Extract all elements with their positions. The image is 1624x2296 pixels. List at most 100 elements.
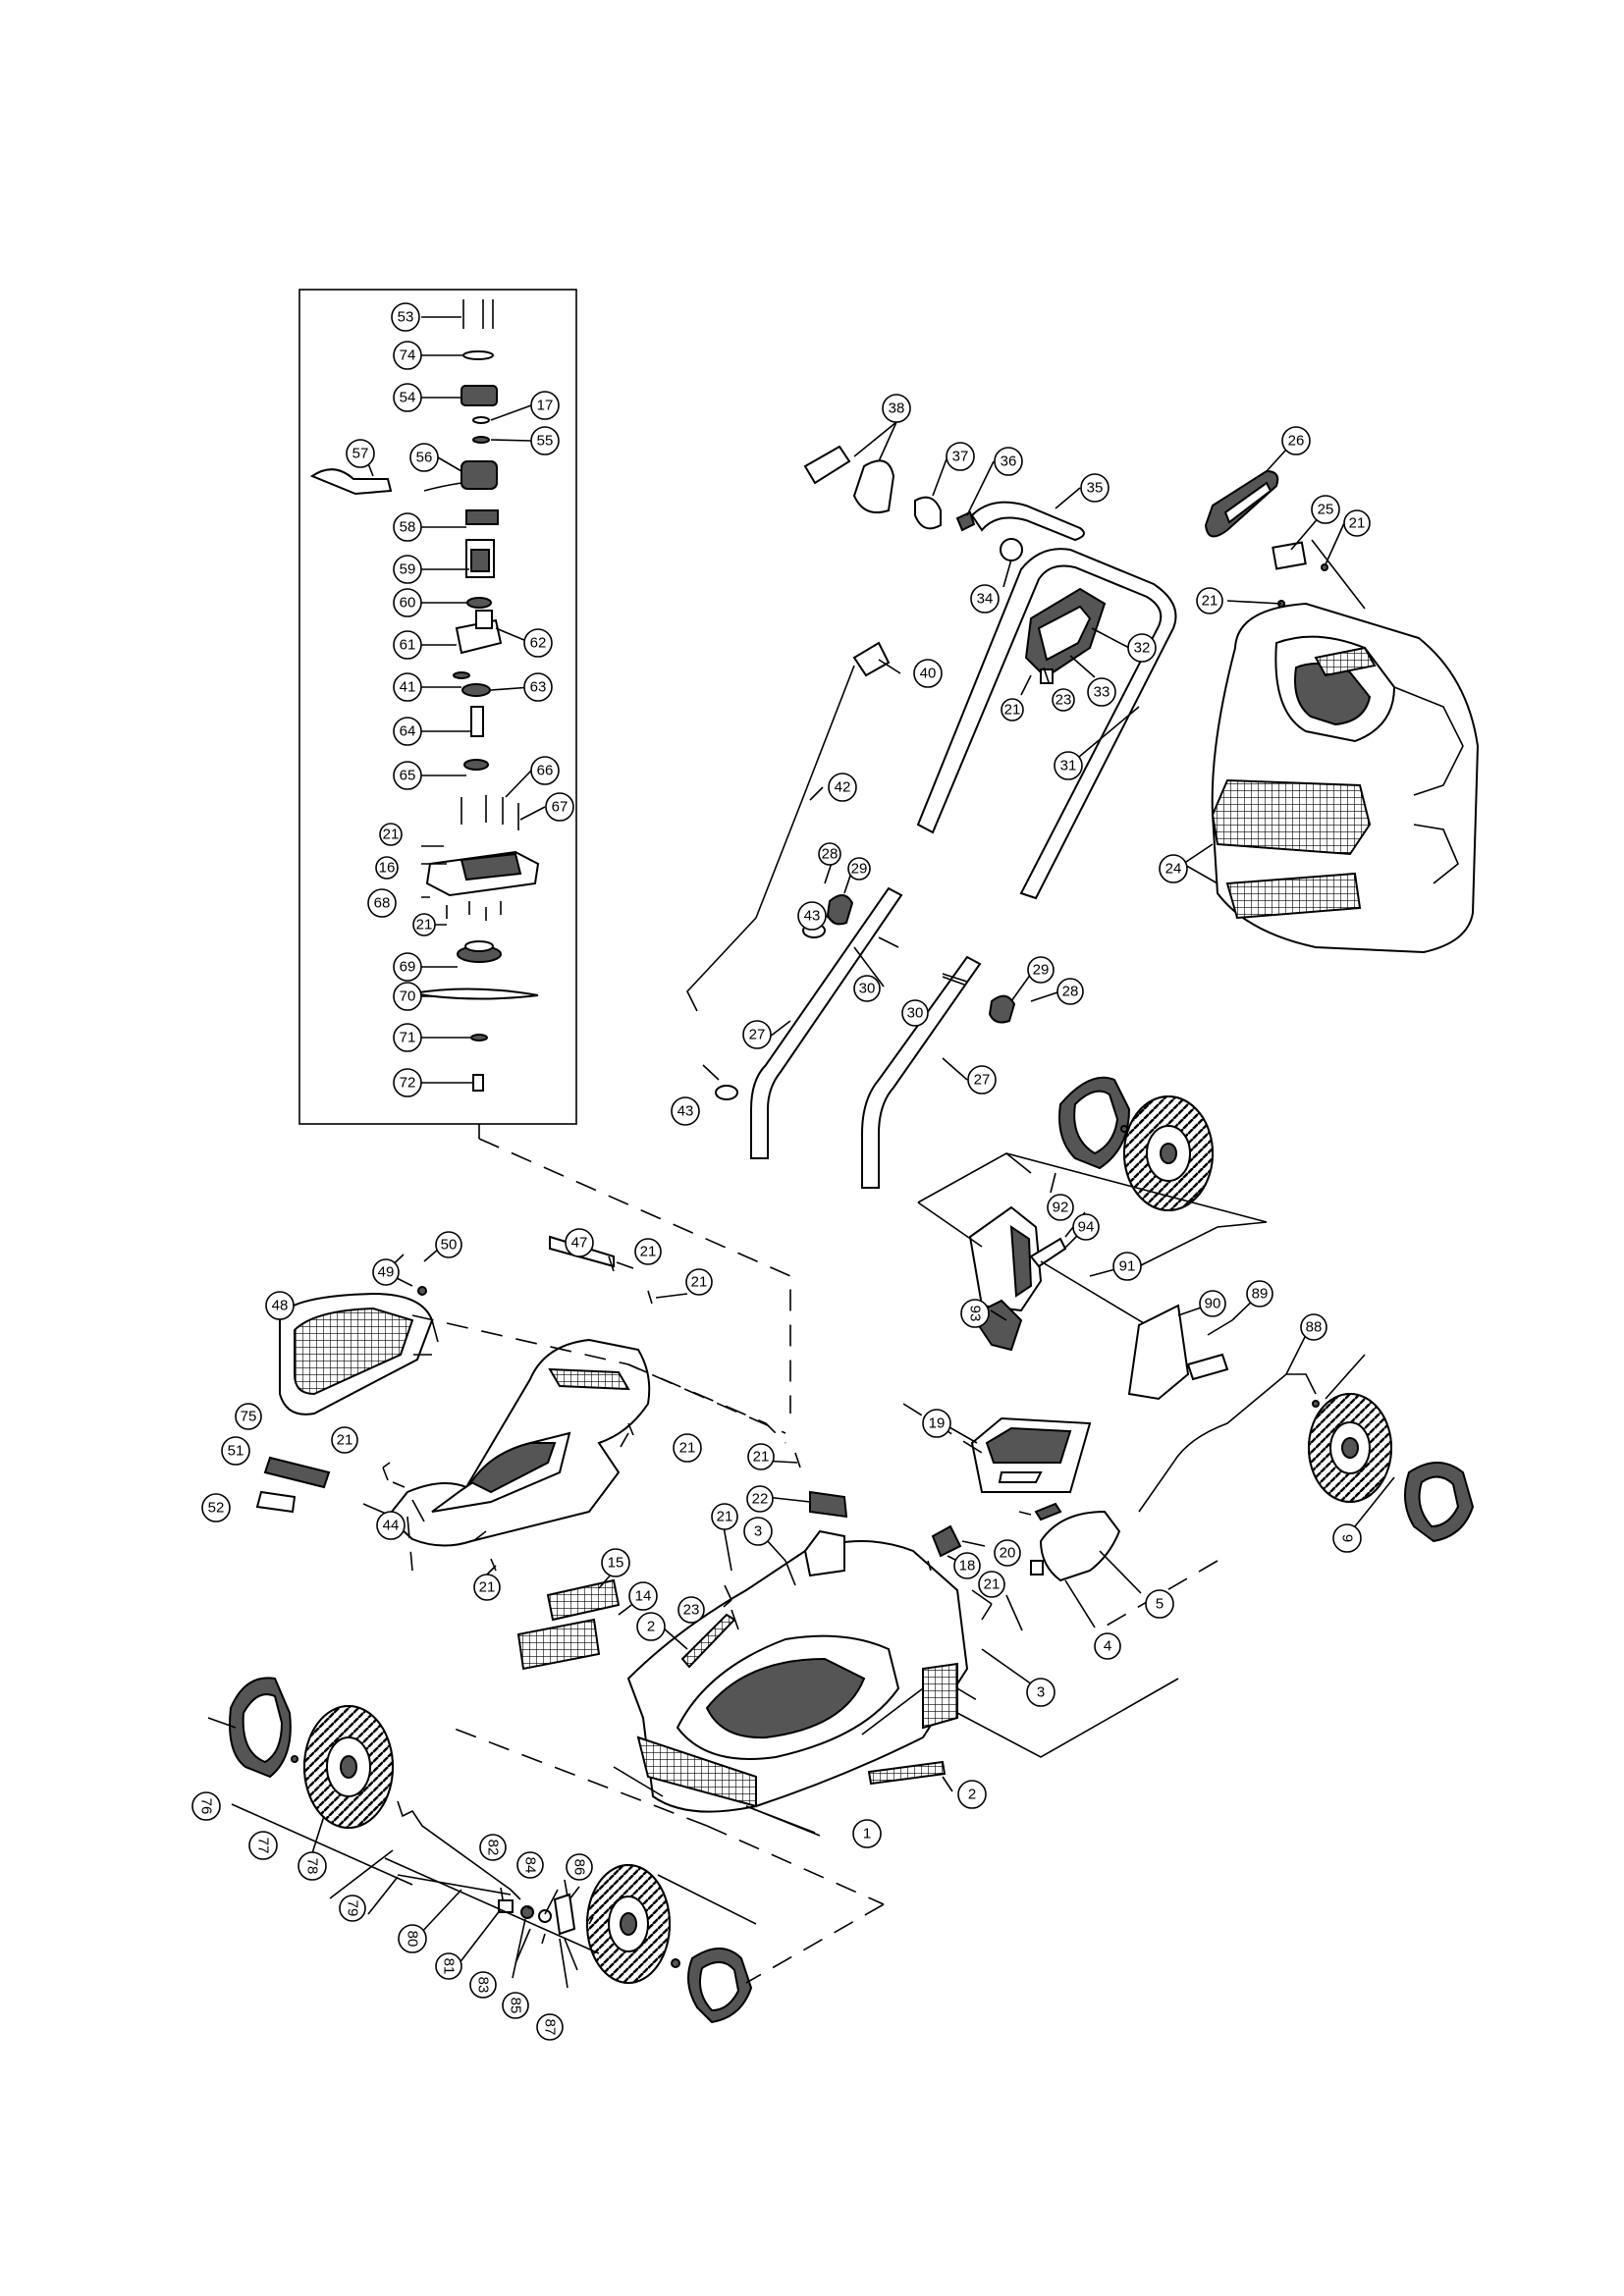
callout-number: 49 [378,1264,395,1281]
callout-c24: 24 [1159,854,1188,883]
callout-c5: 5 [1145,1589,1174,1619]
bail-lever-35 [970,501,1085,542]
callout-number: 89 [1252,1286,1269,1303]
callout-number: 72 [400,1075,416,1092]
callout-circle [671,1096,700,1126]
callout-circle [1056,978,1084,1005]
callout-c17: 17 [530,391,560,420]
callout-c69: 69 [393,952,422,982]
callout-c3b: 3 [1026,1678,1056,1707]
callout-number: 5 [1156,1596,1164,1613]
callout-number: 67 [552,799,568,816]
callout-circle [828,773,857,802]
washer-74 [462,350,494,360]
callout-number: 21 [1349,515,1366,532]
callout-c9: 9 [1332,1523,1362,1553]
callout-number: 90 [1205,1296,1221,1312]
callout-circle [711,1503,738,1530]
callout-c49: 49 [372,1258,400,1286]
grass-box-leader-lines [1182,438,1366,884]
latch-52 [255,1490,297,1514]
callout-number: 94 [1078,1219,1095,1236]
callout-circle [221,1436,250,1466]
callout-number: 3 [1037,1684,1045,1701]
insert-15 [546,1578,621,1622]
callout-circle [1281,426,1311,455]
callout-number: 30 [859,981,876,997]
callout-circle [628,1581,658,1611]
callout-circle [743,1517,773,1546]
callout-circle [393,555,422,584]
callout-c32: 32 [1127,633,1157,663]
callout-circle [469,1971,497,1999]
callout-number: 1 [863,1826,871,1842]
callout-c30b: 30 [901,999,929,1027]
callout-c21a: 21 [379,823,403,846]
callout-c57: 57 [346,439,375,468]
callout-c77: 77 [248,1831,278,1860]
callout-number: 66 [537,763,554,779]
callout-number: 54 [400,390,416,406]
callout-number: 27 [974,1072,991,1089]
callout-circle [372,1258,400,1286]
callout-number: 43 [677,1103,694,1120]
callout-number: 53 [398,309,414,326]
callout-circle [435,1231,462,1258]
callout-circle [298,1851,327,1881]
callout-number: 43 [804,908,821,925]
callout-c63: 63 [523,672,553,702]
callout-number: 21 [717,1509,733,1525]
callout-c72: 72 [393,1068,422,1097]
callout-number: 21 [1202,593,1218,610]
callout-c90: 90 [1199,1290,1226,1317]
callout-c21k: 21 [473,1574,501,1601]
callout-number: 35 [1087,480,1104,497]
callout-circle [191,1791,221,1821]
strip-2b [867,1760,947,1786]
callout-circle [1087,677,1116,707]
callout-circle [673,1433,702,1463]
callout-circle [435,1952,462,1980]
callout-number: 65 [400,768,416,784]
callout-number: 28 [822,846,839,863]
callout-circle [393,512,422,542]
callout-c68: 68 [367,888,397,918]
callout-circle [1246,1280,1273,1308]
callout-c92: 92 [1047,1194,1074,1221]
callout-circle [852,1819,882,1848]
callout-number: 36 [1001,454,1017,470]
callout-c29b: 29 [1027,956,1055,984]
front-wheel-lines [207,1717,885,1989]
callout-c21b: 21 [412,913,436,936]
callout-c19: 19 [922,1409,951,1438]
clip-43b [715,1085,738,1100]
top-cover-assembly [255,1235,653,1572]
callout-circle [367,888,397,918]
callout-circle [248,1831,278,1860]
callout-circle [201,1493,231,1522]
handle-assembly [686,445,1177,1189]
callout-c27b: 27 [967,1065,997,1095]
callout-circle [516,1851,544,1879]
callout-c33: 33 [1087,677,1116,707]
callout-circle [391,302,420,332]
callout-c64: 64 [393,717,422,746]
callout-c94: 94 [1072,1213,1100,1241]
callout-number: 63 [530,679,547,696]
callout-circle [922,1409,951,1438]
callout-circle [967,1065,997,1095]
callout-circle [634,1238,662,1265]
callout-number: 27 [749,1027,766,1043]
callout-number: 37 [952,449,969,465]
callout-c52: 52 [201,1493,231,1522]
callout-c84: 84 [516,1851,544,1879]
callout-circle [636,1612,666,1641]
callout-number: 2 [968,1787,976,1803]
callout-c93: 93 [960,1299,990,1328]
callout-circle [1112,1252,1142,1281]
callout-number: 76 [198,1798,215,1815]
callout-number: 77 [255,1838,272,1854]
callout-c88: 88 [1300,1313,1327,1341]
upper-handle-31 [916,548,1177,900]
callout-number: 21 [479,1579,496,1596]
